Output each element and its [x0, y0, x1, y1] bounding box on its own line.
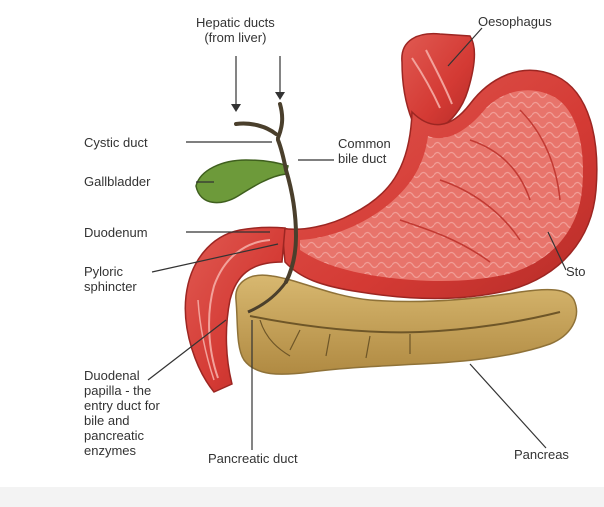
label-hepatic-ducts: Hepatic ducts (from liver): [196, 15, 275, 45]
label-duodenal-papilla: Duodenal papilla - the entry duct for bi…: [84, 368, 160, 458]
hepatic-duct-right: [278, 104, 282, 138]
label-duodenum: Duodenum: [84, 225, 148, 240]
gallbladder: [196, 160, 288, 203]
hepatic-arrowhead-right: [275, 92, 285, 100]
hepatic-duct-left: [236, 123, 276, 134]
label-common-bile-duct: Common bile duct: [338, 136, 391, 166]
label-pancreatic-duct: Pancreatic duct: [208, 451, 298, 466]
label-pyloric-sphincter: Pyloric sphincter: [84, 264, 137, 294]
label-gallbladder: Gallbladder: [84, 174, 151, 189]
bottom-band: [0, 487, 604, 507]
hepatic-arrowhead-left: [231, 104, 241, 112]
label-oesophagus: Oesophagus: [478, 14, 552, 29]
label-cystic-duct: Cystic duct: [84, 135, 148, 150]
label-pancreas: Pancreas: [514, 447, 569, 462]
pancreas-leader: [470, 364, 546, 448]
label-stomach: Sto: [566, 264, 586, 279]
